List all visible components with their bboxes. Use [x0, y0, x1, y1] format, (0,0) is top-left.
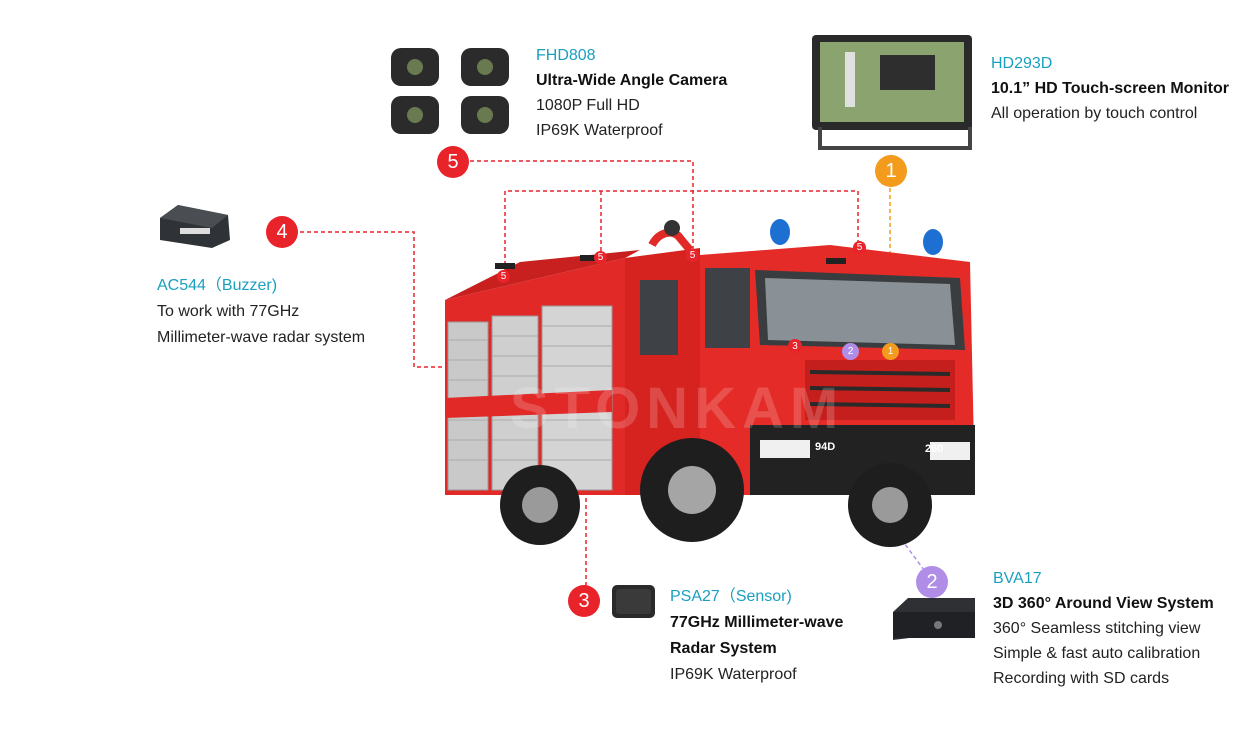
badge-5-small-d: 5 — [853, 241, 866, 254]
bva17-title: 3D 360° Around View System — [993, 595, 1214, 612]
badge-5-small-a: 5 — [497, 270, 510, 283]
ac544-label: AC544（Buzzer) To work with 77GHz Millime… — [157, 273, 365, 351]
badge-5-small-c: 5 — [686, 249, 699, 262]
fhd808-title: Ultra-Wide Angle Camera — [536, 72, 728, 89]
hd293d-title: 10.1” HD Touch-screen Monitor — [991, 80, 1229, 97]
badge-1: 1 — [875, 155, 907, 187]
fhd808-line-1: 1080P Full HD — [536, 97, 640, 114]
bva17-label: BVA17 3D 360° Around View System 360° Se… — [993, 566, 1214, 691]
hd293d-label: HD293D 10.1” HD Touch-screen Monitor All… — [991, 51, 1229, 126]
psa27-title-2: Radar System — [670, 640, 777, 657]
bva17-model: BVA17 — [993, 570, 1042, 587]
badge-2-small: 2 — [842, 343, 859, 360]
ac544-model: AC544（Buzzer) — [157, 277, 278, 294]
badge-3: 3 — [568, 585, 600, 617]
psa27-title-1: 77GHz Millimeter-wave — [670, 614, 844, 631]
psa27-label: PSA27（Sensor) 77GHz Millimeter-wave Rada… — [670, 584, 843, 688]
fhd808-label: FHD808 Ultra-Wide Angle Camera 1080P Ful… — [536, 43, 727, 143]
ac544-line-2: Millimeter-wave radar system — [157, 329, 366, 346]
fhd808-line-2: IP69K Waterproof — [536, 122, 663, 139]
badge-1-small: 1 — [882, 343, 899, 360]
badge-5-small-b: 5 — [594, 251, 607, 264]
ac544-line-1: To work with 77GHz — [157, 303, 300, 320]
plate-right: 260 — [925, 443, 944, 455]
badge-2: 2 — [916, 566, 948, 598]
hd293d-line-1: All operation by touch control — [991, 105, 1198, 122]
watermark: STONKAM — [510, 376, 845, 441]
psa27-model: PSA27（Sensor) — [670, 588, 792, 605]
badge-4: 4 — [266, 216, 298, 248]
fhd808-model: FHD808 — [536, 47, 596, 64]
psa27-line-1: IP69K Waterproof — [670, 666, 797, 683]
plate-left: 94D — [815, 441, 836, 453]
badge-5: 5 — [437, 146, 469, 178]
hd293d-model: HD293D — [991, 55, 1053, 72]
badge-3-small: 3 — [788, 339, 802, 353]
bva17-line-3: Recording with SD cards — [993, 670, 1170, 687]
bva17-line-1: 360° Seamless stitching view — [993, 620, 1201, 637]
bva17-line-2: Simple & fast auto calibration — [993, 645, 1201, 662]
